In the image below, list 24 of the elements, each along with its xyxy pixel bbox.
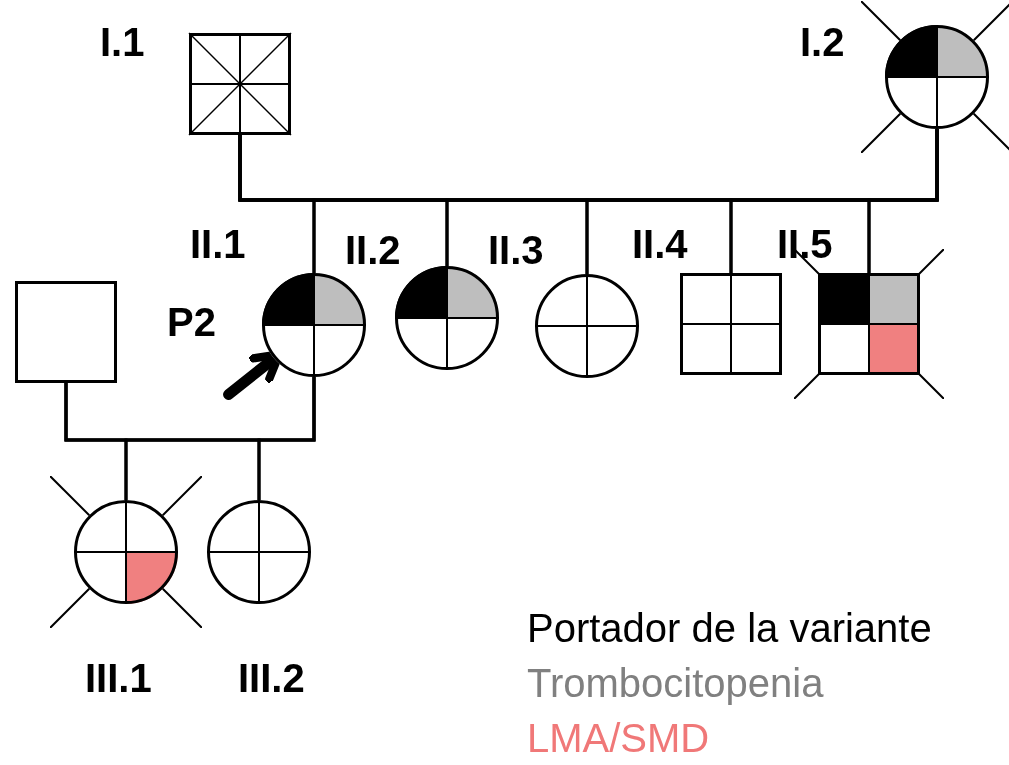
pedigree-circle-deceased [861,1,1009,153]
pedigree-square [187,31,293,137]
individual-label: II.4 [632,224,688,264]
pedigree-circle [393,264,501,372]
pedigree-square [13,279,119,385]
pedigree-circle [205,498,313,606]
connector-line [257,377,316,500]
pedigree-circle-deceased [50,476,202,628]
individual-label: I.2 [800,22,845,62]
individual-label: III.2 [238,658,305,698]
individual-label: II.2 [345,230,401,270]
individual-label: I.1 [100,22,145,62]
individual-label: III.1 [85,658,152,698]
legend-entry: Portador de la variante [527,608,932,648]
pedigree-square [678,271,784,377]
legend-entry: LMA/SMD [527,718,710,758]
individual-label: II.1 [190,224,246,264]
pedigree-circle [260,271,368,379]
individual-label: II.5 [777,224,833,264]
individual-label: P2 [167,302,216,342]
individual-label: II.3 [488,230,544,270]
connector-line [867,129,939,273]
pedigree-circle [533,272,641,380]
legend-entry: Trombocitopenia [527,663,824,703]
